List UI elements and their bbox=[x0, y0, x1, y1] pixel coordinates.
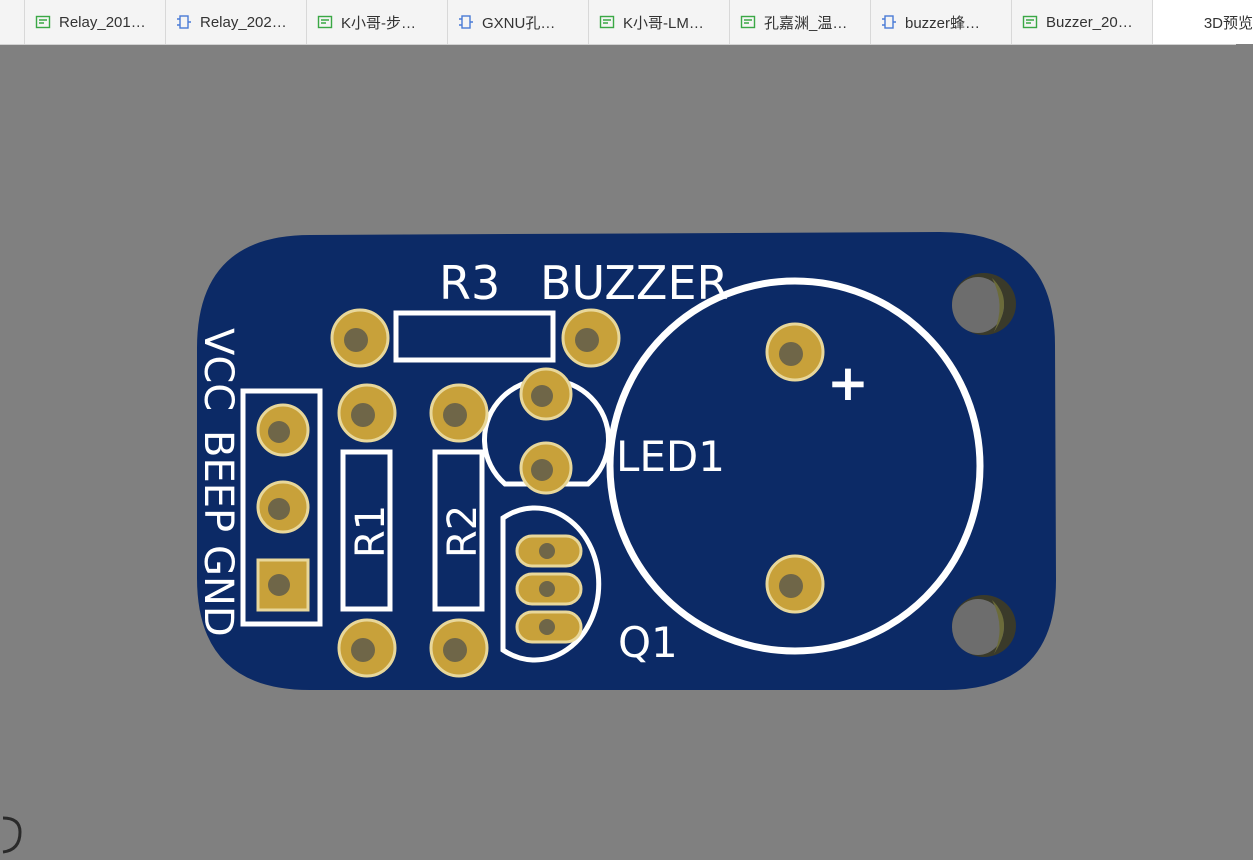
q1-outline bbox=[500, 505, 602, 663]
view-orientation-glyph bbox=[2, 816, 22, 854]
label-led1: LED1 bbox=[616, 432, 725, 481]
tab-label: K小哥-LM… bbox=[623, 14, 704, 32]
q1-pad-3 bbox=[515, 610, 583, 644]
pcb-board bbox=[197, 232, 1056, 690]
led1-pad-1 bbox=[519, 367, 573, 421]
r3-outline bbox=[393, 310, 556, 363]
buzzer-pad-negative bbox=[765, 554, 825, 614]
label-plus: + bbox=[827, 354, 869, 412]
q1-pad-1 bbox=[515, 534, 583, 568]
tab-bar-left-stub bbox=[0, 0, 25, 44]
tab-label: Relay_202… bbox=[200, 13, 287, 31]
r2-pad-2 bbox=[429, 618, 489, 678]
tab-label: Buzzer_20… bbox=[1046, 13, 1133, 31]
buzzer-pad-positive bbox=[765, 322, 825, 382]
tab-label: GXNU孔… bbox=[482, 14, 556, 32]
schematic-icon bbox=[177, 15, 191, 29]
pads bbox=[256, 308, 825, 678]
header-pad-beep bbox=[256, 480, 310, 534]
pcb-icon bbox=[740, 15, 756, 29]
tab-gxnu-schematic[interactable]: GXNU孔… bbox=[448, 0, 589, 44]
tab-lm-pcb[interactable]: K小哥-LM… bbox=[589, 0, 730, 44]
silkscreen-labels: R3 BUZZER LED1 Q1 + R1 R2 VCC BEEP GND bbox=[195, 256, 869, 667]
tab-buzzer-schematic[interactable]: buzzer蜂… bbox=[871, 0, 1012, 44]
document-tab-bar: Relay_201… Relay_202… K小哥-步… GXNU孔… K小哥-… bbox=[0, 0, 1253, 45]
r1-pad-1 bbox=[337, 383, 397, 443]
r1-pad-2 bbox=[337, 618, 397, 678]
r3-pad-2 bbox=[561, 308, 621, 368]
tab-stepper-pcb[interactable]: K小哥-步… bbox=[307, 0, 448, 44]
pcb-icon bbox=[599, 15, 615, 29]
tab-label: 孔嘉渊_温… bbox=[764, 14, 848, 32]
tab-temperature-pcb[interactable]: 孔嘉渊_温… bbox=[730, 0, 871, 44]
r3-pad-1 bbox=[330, 308, 390, 368]
buzzer-outline bbox=[606, 277, 984, 655]
header-pad-vcc bbox=[256, 403, 310, 457]
mounting-hole-bottom bbox=[952, 595, 1016, 657]
tab-label: buzzer蜂… bbox=[905, 14, 981, 32]
label-buzzer: BUZZER bbox=[540, 256, 728, 310]
tab-label: Relay_201… bbox=[59, 13, 146, 31]
q1-pad-2 bbox=[515, 572, 583, 606]
led1-pad-2 bbox=[519, 441, 573, 495]
pcb-icon bbox=[317, 15, 333, 29]
pcb-3d-viewport[interactable]: R3 BUZZER LED1 Q1 + R1 R2 VCC BEEP GND bbox=[0, 45, 1236, 860]
pcb-icon bbox=[35, 15, 51, 29]
mounting-hole-top bbox=[952, 273, 1016, 335]
pcb-icon bbox=[1022, 15, 1038, 29]
label-gnd: GND bbox=[195, 545, 241, 637]
tab-relay-pcb[interactable]: Relay_201… bbox=[25, 0, 166, 44]
r2-pad-1 bbox=[429, 383, 489, 443]
tab-3d-preview[interactable]: 3D预览 bbox=[1153, 0, 1253, 44]
r2-outline bbox=[432, 449, 485, 612]
schematic-icon bbox=[459, 15, 473, 29]
tab-buzzer-pcb[interactable]: Buzzer_20… bbox=[1012, 0, 1153, 44]
label-r2: R2 bbox=[440, 505, 486, 558]
header-outline bbox=[240, 388, 323, 627]
schematic-icon bbox=[882, 15, 896, 29]
label-beep: BEEP bbox=[195, 430, 241, 532]
silkscreen-outlines bbox=[240, 277, 984, 663]
tab-label: 3D预览 bbox=[1203, 14, 1253, 32]
label-r3: R3 bbox=[439, 256, 500, 310]
header-pad-gnd bbox=[256, 558, 310, 612]
mounting-holes bbox=[952, 273, 1016, 657]
label-r1: R1 bbox=[348, 505, 394, 558]
tab-label: K小哥-步… bbox=[341, 14, 417, 32]
label-vcc: VCC bbox=[195, 328, 241, 411]
label-q1: Q1 bbox=[618, 618, 678, 667]
tab-relay-schematic[interactable]: Relay_202… bbox=[166, 0, 307, 44]
r1-outline bbox=[340, 449, 393, 612]
